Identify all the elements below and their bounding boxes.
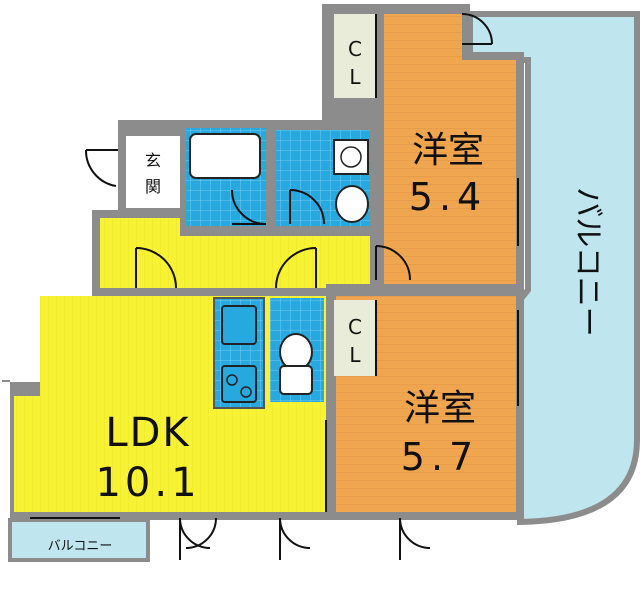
- bathtub: [189, 133, 261, 179]
- washing-machine: [333, 139, 369, 175]
- wash-basin: [335, 185, 369, 223]
- bedroom-1-size: 5.4: [409, 175, 487, 219]
- closet-1-label-bottom: L: [349, 65, 361, 89]
- balcony-small-label: バルコニー: [48, 539, 113, 554]
- entrance-label-top: 玄: [145, 151, 161, 170]
- closet-1-label-top: C: [348, 37, 362, 61]
- doors: [30, 13, 519, 560]
- closet-2: [334, 300, 376, 376]
- stove: [221, 365, 257, 403]
- bedroom-1-name: 洋室: [412, 130, 484, 171]
- ldk-name: LDK: [105, 410, 190, 456]
- balcony-main-label: バルコニー: [570, 187, 605, 336]
- sink: [221, 305, 257, 345]
- closet-2-label-top: C: [348, 315, 362, 339]
- entrance: [126, 136, 180, 208]
- balcony-small: [8, 518, 150, 562]
- ldk-size: 10.1: [95, 460, 200, 506]
- closet-1: [334, 14, 376, 98]
- hall-wall: [96, 288, 328, 296]
- entrance-label-bottom: 関: [145, 177, 161, 196]
- bedroom-1: [384, 14, 516, 284]
- bedroom-2-name: 洋室: [404, 388, 476, 429]
- closet-2-label-bottom: L: [349, 343, 361, 367]
- bedroom-2-size: 5.7: [401, 435, 479, 479]
